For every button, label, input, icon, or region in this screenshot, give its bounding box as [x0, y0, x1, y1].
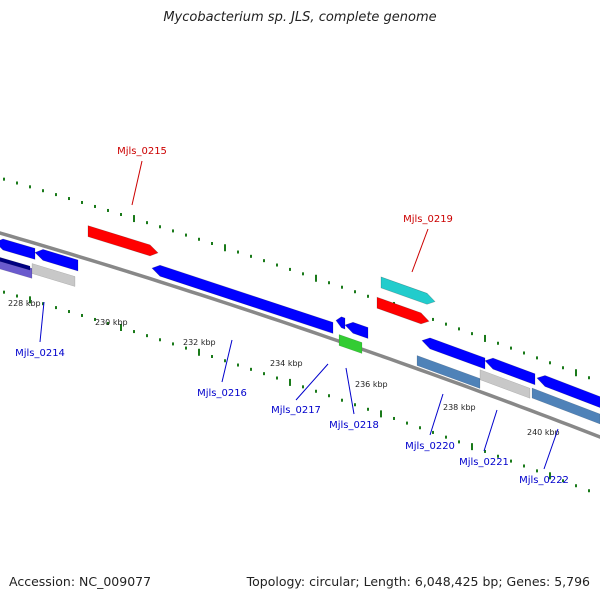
- cds-arrow: [87, 225, 159, 257]
- gene-leader-line: [429, 393, 444, 436]
- tick-label: 238 kbp: [443, 403, 476, 412]
- cds-arrow: [421, 337, 486, 370]
- gene-label-mjls_0215: Mjls_0215: [117, 146, 167, 157]
- cds-arrow: [484, 357, 536, 386]
- cog-bar: [416, 355, 481, 389]
- gene-label-mjls_0221: Mjls_0221: [459, 457, 509, 468]
- gene-leader-line: [543, 428, 559, 470]
- map-title: Mycobacterium sp. JLS, complete genome: [163, 10, 437, 25]
- cds-arrow: [0, 238, 36, 260]
- tick-label: 236 kbp: [355, 380, 388, 389]
- gene-label-mjls_0222: Mjls_0222: [519, 475, 569, 486]
- gene-leader-line: [295, 363, 329, 401]
- gene-leader-line: [483, 409, 498, 452]
- cds-arrow: [380, 276, 436, 305]
- cog-bar: [479, 369, 531, 399]
- gene-leader-line: [221, 339, 233, 383]
- gene-leader-line: [345, 367, 355, 415]
- gene-label-mjls_0218: Mjls_0218: [329, 420, 379, 431]
- gene-label-mjls_0214: Mjls_0214: [15, 348, 65, 359]
- accession-text: Accession: NC_009077: [9, 574, 152, 589]
- tick-label: 240 kbp: [527, 428, 560, 437]
- cds-arrow: [34, 249, 79, 272]
- cds-arrow: [344, 321, 369, 339]
- tick-label: 230 kbp: [95, 318, 128, 327]
- cds-arrow: [376, 296, 430, 325]
- gene-leader-line: [411, 228, 429, 273]
- cog-bar: [31, 263, 76, 287]
- tick-label: 232 kbp: [183, 338, 216, 347]
- cds-arrow: [536, 375, 600, 408]
- gene-label-mjls_0217: Mjls_0217: [271, 405, 321, 416]
- gene-label-mjls_0216: Mjls_0216: [197, 388, 247, 399]
- cds-arrow: [151, 264, 334, 334]
- gene-leader-line: [131, 160, 143, 206]
- backbone-line: [0, 231, 600, 439]
- gene-label-mjls_0220: Mjls_0220: [405, 441, 455, 452]
- gene-leader-line: [39, 301, 45, 343]
- cog-bar: [338, 334, 363, 354]
- tick-label: 234 kbp: [270, 359, 303, 368]
- cog-bar: [531, 387, 600, 425]
- cds-arrow: [335, 316, 346, 330]
- gene-label-mjls_0219: Mjls_0219: [403, 214, 453, 225]
- tick-label: 228 kbp: [8, 299, 41, 308]
- cog-bar: [0, 257, 31, 271]
- topology-text: Topology: circular; Length: 6,048,425 bp…: [246, 574, 590, 589]
